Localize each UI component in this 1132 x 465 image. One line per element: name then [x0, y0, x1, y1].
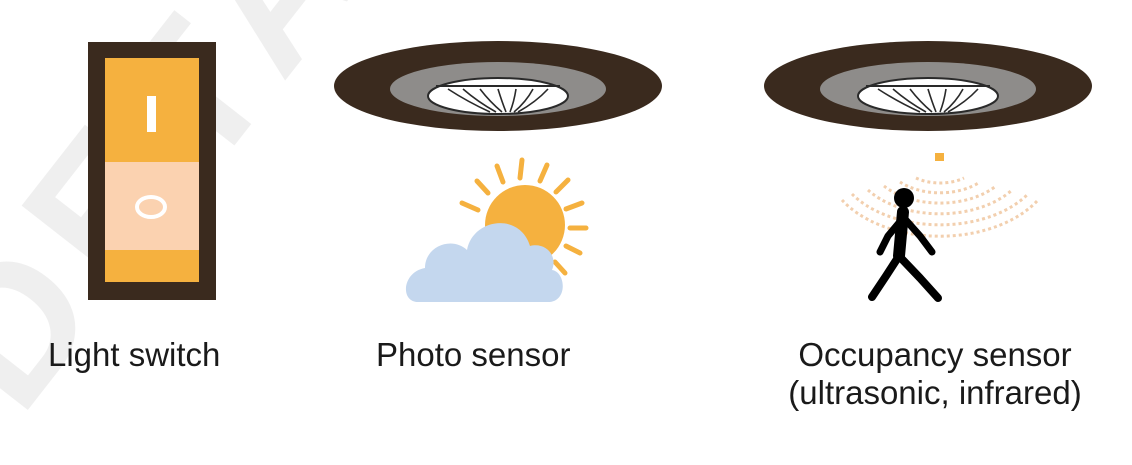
ceiling-fixture-icon [334, 41, 662, 131]
sun-behind-cloud-icon [406, 160, 586, 302]
person-figure [872, 188, 938, 298]
on-symbol [147, 96, 156, 132]
occupancy-caption-line1: Occupancy sensor [745, 336, 1125, 374]
rocker-switch-icon [88, 42, 216, 300]
switch-rocker-off [105, 162, 199, 250]
light-switch-caption: Light switch [48, 336, 220, 374]
motion-arcs [842, 178, 1038, 236]
ceiling-fixture-icon [764, 41, 1092, 131]
occupancy-caption-line2: (ultrasonic, infrared) [745, 374, 1125, 412]
occupancy-sensor-caption: Occupancy sensor (ultrasonic, infrared) [745, 336, 1125, 412]
walking-person-motion-icon [842, 153, 1038, 298]
sensor-emitter [935, 153, 944, 161]
photo-sensor-caption: Photo sensor [376, 336, 570, 374]
switch-rocker-bottom [105, 250, 199, 282]
